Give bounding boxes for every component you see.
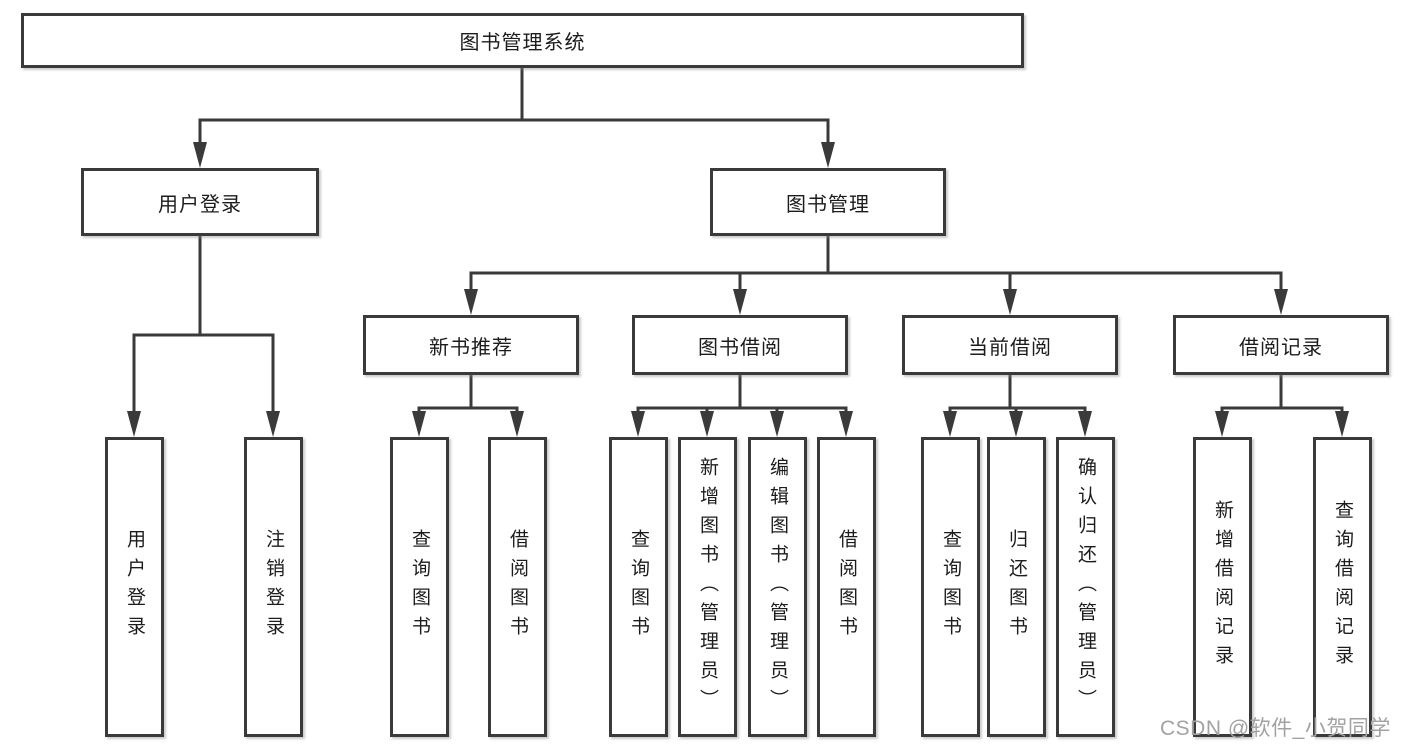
leaf-edit-books-admin-label: 编辑图书（管理员） bbox=[767, 456, 788, 718]
leaf-current-query-books: 查询图书 bbox=[921, 437, 980, 737]
leaf-recommend-borrow-books-label: 借阅图书 bbox=[507, 529, 528, 645]
leaf-user-login-label: 用户登录 bbox=[124, 529, 145, 645]
node-borrowing-records: 借阅记录 bbox=[1173, 315, 1389, 375]
connector-recommend-to-leaves bbox=[412, 373, 524, 437]
node-user-login-label: 用户登录 bbox=[158, 193, 242, 216]
leaf-current-query-books-label: 查询图书 bbox=[940, 529, 961, 645]
leaf-return-books: 归还图书 bbox=[987, 437, 1046, 737]
leaf-confirm-return-admin-label: 确认归还（管理员） bbox=[1075, 456, 1096, 718]
node-book-borrowing-label: 图书借阅 bbox=[698, 336, 782, 359]
connector-current-to-leaves bbox=[943, 373, 1092, 437]
leaf-query-borrow-record: 查询借阅记录 bbox=[1313, 437, 1372, 737]
node-book-borrowing: 图书借阅 bbox=[632, 315, 848, 375]
leaf-recommend-query-books: 查询图书 bbox=[390, 437, 449, 737]
node-new-book-recommend: 新书推荐 bbox=[363, 315, 579, 375]
node-library-management-system: 图书管理系统 bbox=[21, 13, 1024, 68]
leaf-user-login: 用户登录 bbox=[105, 437, 164, 737]
node-book-management-label: 图书管理 bbox=[786, 193, 870, 216]
leaf-borrowing-borrow-books: 借阅图书 bbox=[817, 437, 876, 737]
leaf-logout-label: 注销登录 bbox=[263, 529, 284, 645]
leaf-add-borrow-record-label: 新增借阅记录 bbox=[1212, 500, 1233, 674]
node-borrowing-records-label: 借阅记录 bbox=[1239, 336, 1323, 359]
node-current-borrowing: 当前借阅 bbox=[902, 315, 1118, 375]
leaf-add-books-admin: 新增图书（管理员） bbox=[678, 437, 737, 737]
node-library-management-system-label: 图书管理系统 bbox=[459, 32, 586, 54]
connector-login-to-leaves bbox=[127, 234, 280, 437]
watermark-csdn: CSDN @软件_小贺同学 bbox=[1160, 717, 1391, 740]
leaf-logout: 注销登录 bbox=[244, 437, 303, 737]
node-book-management: 图书管理 bbox=[710, 168, 946, 236]
leaf-query-borrow-record-label: 查询借阅记录 bbox=[1332, 500, 1353, 674]
leaf-borrowing-borrow-books-label: 借阅图书 bbox=[836, 529, 857, 645]
leaf-borrowing-query-books-label: 查询图书 bbox=[628, 529, 649, 645]
connector-borrow-to-leaves bbox=[631, 373, 853, 437]
leaf-add-borrow-record: 新增借阅记录 bbox=[1193, 437, 1252, 737]
leaf-add-books-admin-label: 新增图书（管理员） bbox=[697, 456, 718, 718]
node-new-book-recommend-label: 新书推荐 bbox=[429, 336, 513, 359]
leaf-recommend-query-books-label: 查询图书 bbox=[409, 529, 430, 645]
leaf-confirm-return-admin: 确认归还（管理员） bbox=[1056, 437, 1115, 737]
leaf-borrowing-query-books: 查询图书 bbox=[609, 437, 668, 737]
connector-root-to-level2 bbox=[193, 66, 835, 168]
leaf-edit-books-admin: 编辑图书（管理员） bbox=[748, 437, 807, 737]
connector-records-to-leaves bbox=[1215, 373, 1349, 437]
leaf-return-books-label: 归还图书 bbox=[1006, 529, 1027, 645]
node-user-login: 用户登录 bbox=[81, 168, 319, 236]
node-current-borrowing-label: 当前借阅 bbox=[968, 336, 1052, 359]
leaf-recommend-borrow-books: 借阅图书 bbox=[488, 437, 547, 737]
connector-management-to-level3 bbox=[464, 234, 1288, 315]
